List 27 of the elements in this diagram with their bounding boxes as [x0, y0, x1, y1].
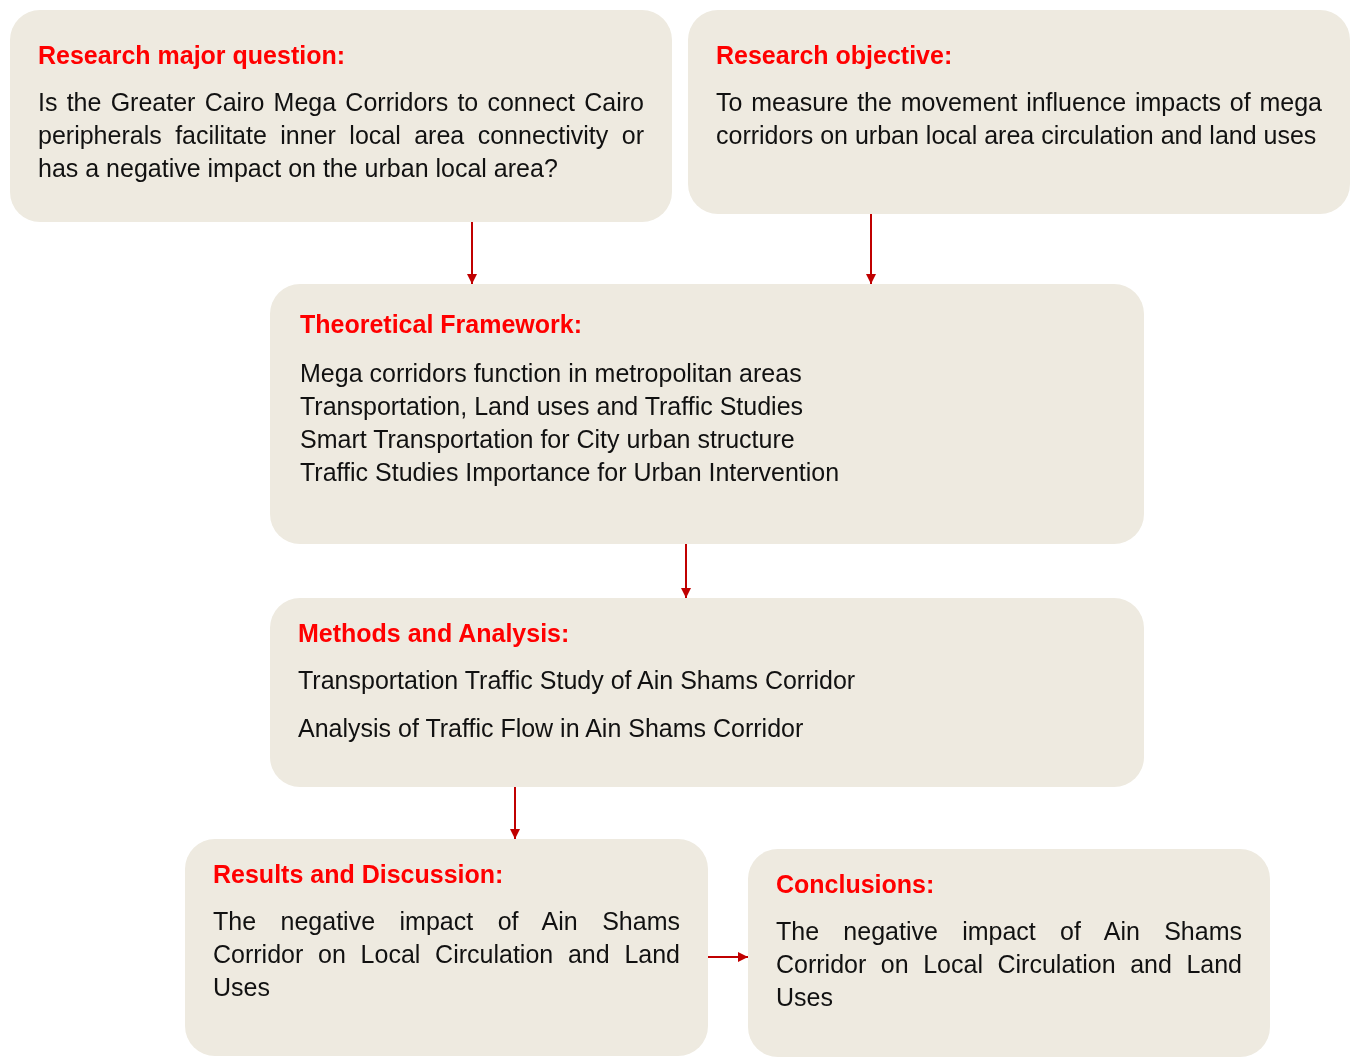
box-text: To measure the movement influence impacts of mega corridors on urban local area circulation and land uses: [716, 87, 1322, 151]
box-heading: Results and Discussion:: [213, 859, 505, 889]
box-text: Analysis of Traffic Flow in Ain Shams Corridor: [298, 713, 805, 744]
process-box: [270, 598, 1144, 787]
box-text: Is the Greater Cairo Mega Corridors to connect Cairo peripherals facilitate inner local area connectivity or has a negative impact on the urban local area?: [38, 87, 644, 184]
process-box: [688, 10, 1350, 214]
box-text: Smart Transportation for City urban structure: [300, 424, 796, 455]
box-text: Traffic Studies Importance for Urban Intervention: [300, 457, 841, 488]
box-text: Transportation Traffic Study of Ain Shams Corridor: [298, 665, 857, 696]
box-heading: Methods and Analysis:: [298, 618, 571, 648]
box-heading: Theoretical Framework:: [300, 309, 584, 339]
box-text: The negative impact of Ain Shams Corridor on Local Circulation and Land Uses: [213, 906, 680, 1003]
process-box: [10, 10, 672, 222]
box-heading: Research objective:: [716, 40, 954, 70]
arrow: [510, 786, 520, 840]
box-text: The negative impact of Ain Shams Corridor on Local Circulation and Land Uses: [776, 916, 1242, 1013]
process-box: [270, 284, 1144, 544]
arrow: [866, 213, 876, 285]
process-box: [748, 849, 1270, 1057]
process-box: [185, 839, 708, 1056]
box-text: Transportation, Land uses and Traffic Studies: [300, 391, 805, 422]
box-heading: Conclusions:: [776, 869, 936, 899]
box-heading: Research major question:: [38, 40, 347, 70]
arrow: [681, 543, 691, 599]
arrow: [707, 952, 749, 962]
arrow: [467, 221, 477, 285]
box-text: Mega corridors function in metropolitan areas: [300, 358, 803, 389]
